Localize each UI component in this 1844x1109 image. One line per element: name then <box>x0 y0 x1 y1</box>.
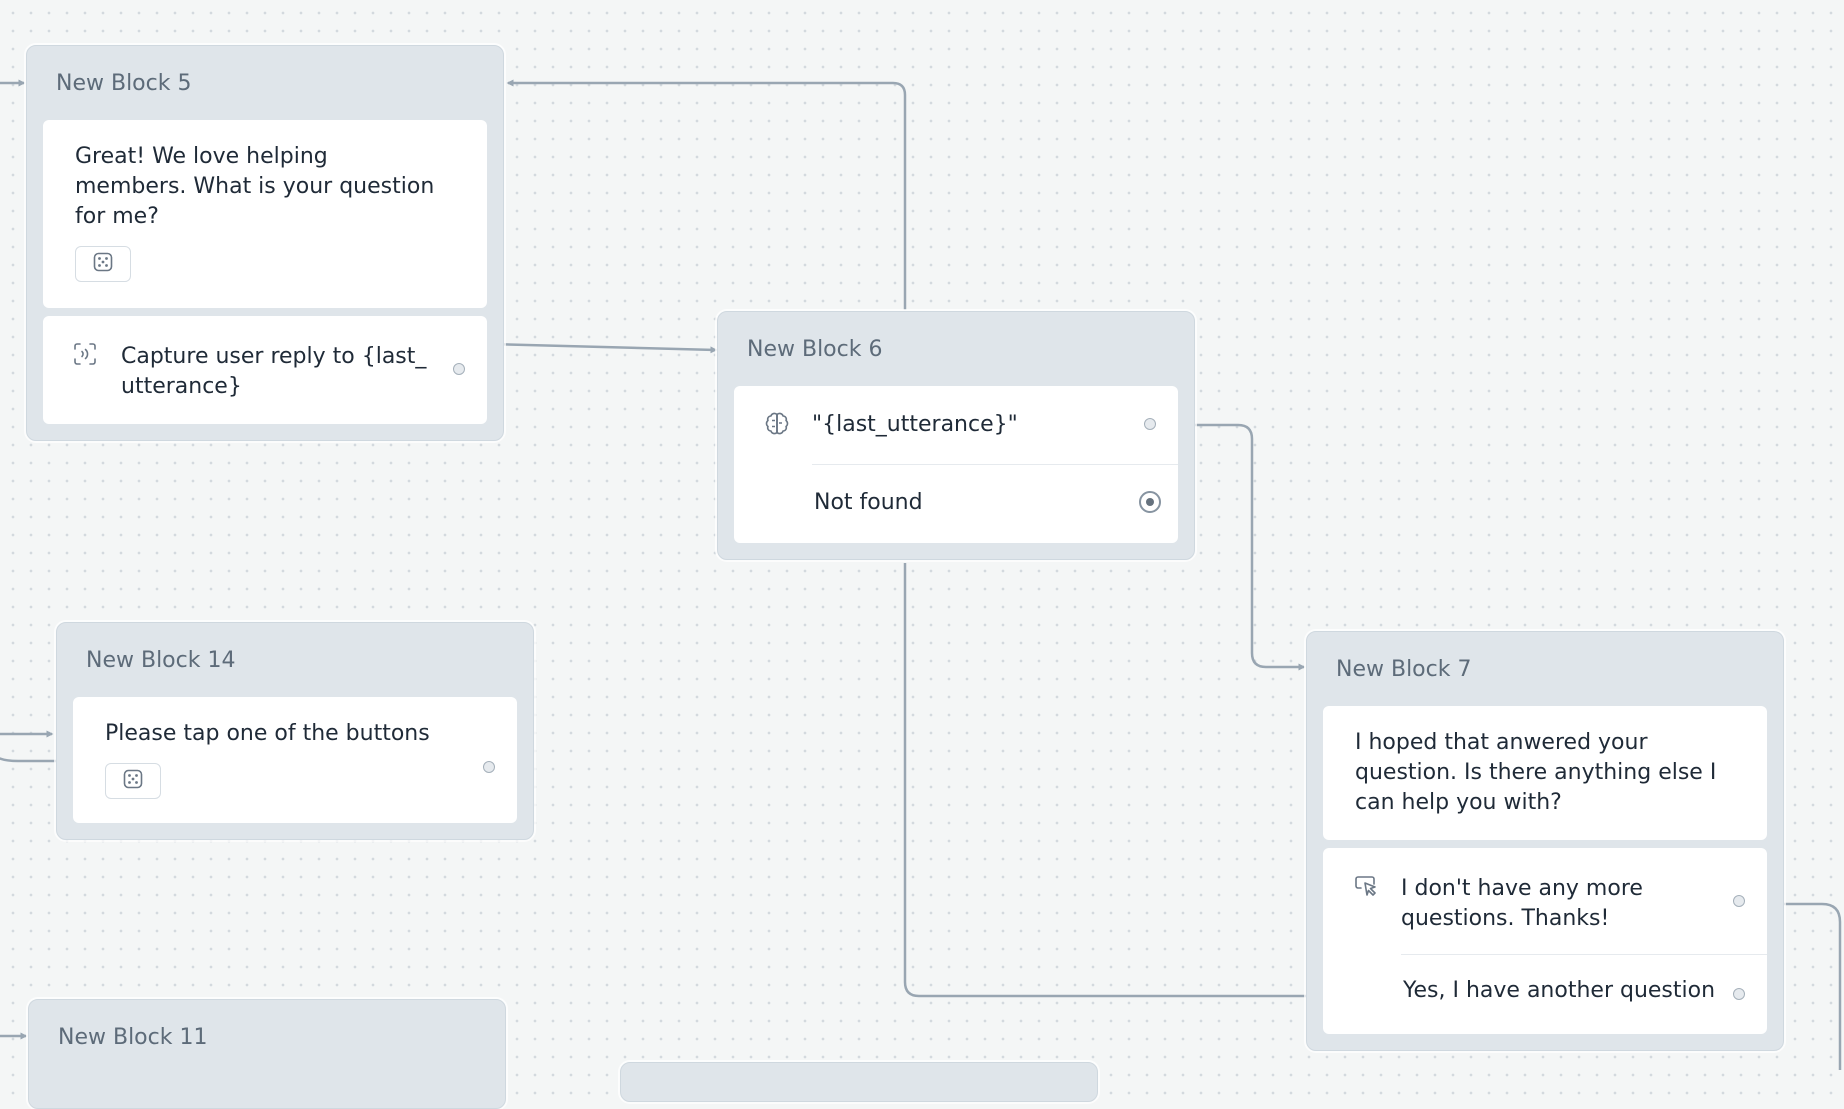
choice-2-label[interactable]: Yes, I have another question <box>1403 978 1716 1003</box>
variants-button[interactable] <box>105 763 161 799</box>
choice-step[interactable]: I don't have any more questions. Thanks!… <box>1323 848 1767 1034</box>
dice-icon <box>93 252 113 276</box>
block-offscreen[interactable] <box>620 1062 1098 1102</box>
intent-condition: "{last_utterance}" <box>812 412 1018 437</box>
capture-output-port[interactable] <box>453 363 465 375</box>
connector-block-6-to-block-7-loop <box>903 563 1320 998</box>
choice-1-output-port[interactable] <box>1733 895 1745 907</box>
block-title: New Block 6 <box>747 337 883 362</box>
message-text: I hoped that anwered your question. Is t… <box>1355 730 1717 815</box>
capture-text: Capture user reply to {last_utterance} <box>121 344 427 399</box>
block-title: New Block 14 <box>86 648 236 673</box>
capture-step[interactable]: Capture user reply to {last_utterance} <box>43 316 487 424</box>
brain-icon <box>764 411 790 441</box>
variants-button[interactable] <box>75 246 131 282</box>
choice-2-output-port[interactable] <box>1733 988 1745 1000</box>
intent-output-port[interactable] <box>1144 418 1156 430</box>
block-new-block-7[interactable]: New Block 7 I hoped that anwered your qu… <box>1306 631 1784 1051</box>
block-new-block-5[interactable]: New Block 5 Great! We love helping membe… <box>26 45 504 441</box>
fallback-output-port[interactable] <box>1139 491 1161 513</box>
choice-1-label[interactable]: I don't have any more questions. Thanks! <box>1401 876 1643 931</box>
block-title: New Block 11 <box>58 1025 208 1050</box>
connector-block-6-to-block-5 <box>506 79 907 310</box>
message-step[interactable]: I hoped that anwered your question. Is t… <box>1323 706 1767 840</box>
connector-intent-to-block-7 <box>1180 423 1306 671</box>
intent-step[interactable]: "{last_utterance}" Not found <box>734 386 1178 543</box>
block-title: New Block 5 <box>56 71 192 96</box>
block-new-block-14[interactable]: New Block 14 Please tap one of the butto… <box>56 622 534 840</box>
block-title: New Block 7 <box>1336 657 1472 682</box>
fallback-label: Not found <box>814 490 923 515</box>
pointer-click-icon <box>1353 874 1379 904</box>
message-text: Please tap one of the buttons <box>105 721 430 746</box>
message-text: Great! We love helping members. What is … <box>75 144 435 229</box>
message-step[interactable]: Great! We love helping members. What is … <box>43 120 487 308</box>
voice-capture-icon <box>73 342 97 370</box>
message-step[interactable]: Please tap one of the buttons <box>73 697 517 823</box>
message-output-port[interactable] <box>483 761 495 773</box>
block-new-block-11[interactable]: New Block 11 <box>28 999 506 1109</box>
row-divider <box>812 464 1178 465</box>
block-new-block-6[interactable]: New Block 6 "{last_utterance}" Not found <box>717 311 1195 560</box>
row-divider <box>1401 954 1767 955</box>
dice-icon <box>123 769 143 793</box>
connector-capture-to-block-6 <box>489 342 718 354</box>
